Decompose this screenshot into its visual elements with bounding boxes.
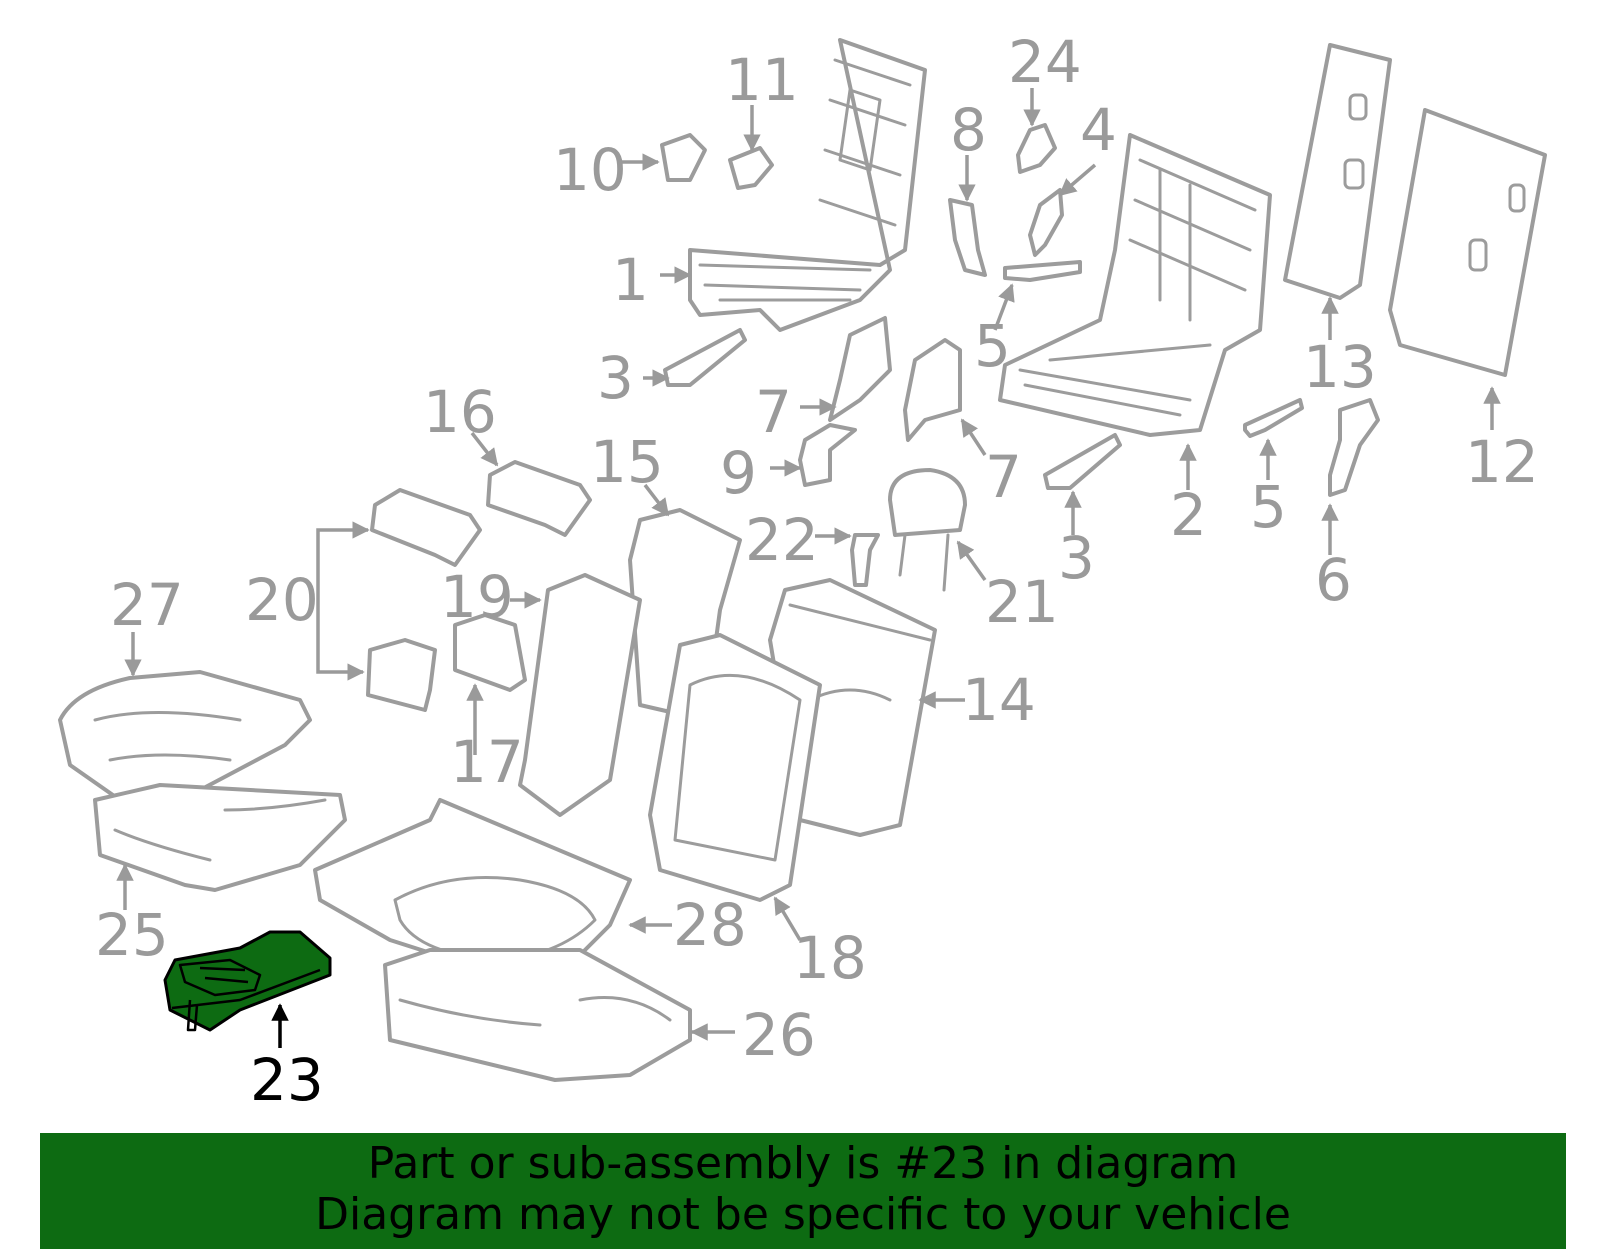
callout-6[interactable]: 6 — [1315, 546, 1352, 614]
callout-9[interactable]: 9 — [720, 439, 757, 507]
callout-21[interactable]: 21 — [985, 568, 1059, 636]
callout-10[interactable]: 10 — [553, 136, 627, 204]
callout-18[interactable]: 18 — [793, 924, 867, 992]
part-4-bracket — [1028, 188, 1064, 257]
callout-7a[interactable]: 7 — [755, 378, 792, 446]
callout-27[interactable]: 27 — [110, 571, 184, 639]
callout-2[interactable]: 2 — [1170, 481, 1207, 549]
part-28-seat-cushion — [313, 798, 632, 982]
callout-5b[interactable]: 5 — [1250, 473, 1287, 541]
part-3-strap-right — [1043, 433, 1122, 490]
part-13-slot-b — [1348, 93, 1368, 121]
part-8-trim — [948, 198, 987, 277]
part-16-headrest-pad — [486, 460, 592, 537]
callout-17[interactable]: 17 — [450, 728, 524, 796]
part-12-slot-b — [1508, 183, 1526, 213]
part-2-seat-frame-right — [998, 133, 1272, 437]
part-6-lever — [1328, 398, 1380, 497]
callout-24[interactable]: 24 — [1008, 28, 1082, 96]
part-20-pad-lower — [366, 638, 437, 712]
part-20-pad-upper — [370, 488, 482, 567]
callout-16[interactable]: 16 — [423, 378, 497, 446]
callout-7b[interactable]: 7 — [985, 443, 1022, 511]
callout-22[interactable]: 22 — [745, 506, 819, 574]
part-5-handle-a — [1003, 260, 1082, 282]
part-17-pad — [453, 613, 527, 692]
callout-26[interactable]: 26 — [742, 1001, 816, 1069]
part-26-seat-base — [383, 948, 692, 1082]
callout-1[interactable]: 1 — [612, 246, 649, 314]
part-12-slot — [1468, 238, 1488, 272]
part-7-cover-right — [903, 338, 962, 442]
part-22-guide — [850, 533, 880, 587]
info-banner: Part or sub-assembly is #23 in diagram D… — [40, 1133, 1566, 1249]
callout-8[interactable]: 8 — [950, 96, 987, 164]
callout-4[interactable]: 4 — [1080, 96, 1117, 164]
callout-25[interactable]: 25 — [95, 901, 169, 969]
part-5-handle-b — [1243, 398, 1304, 438]
callout-11[interactable]: 11 — [725, 46, 799, 114]
part-23-highlighted-module — [163, 930, 332, 1032]
callout-5a[interactable]: 5 — [974, 312, 1011, 380]
banner-line-2: Diagram may not be specific to your vehi… — [315, 1189, 1291, 1240]
part-12-back-panel — [1388, 108, 1547, 377]
callout-28[interactable]: 28 — [673, 891, 747, 959]
callout-12[interactable]: 12 — [1465, 428, 1539, 496]
part-24-clip — [1016, 123, 1057, 174]
part-3-strap-left — [663, 328, 747, 387]
part-13-back-panel — [1283, 43, 1392, 300]
callout-14[interactable]: 14 — [962, 666, 1036, 734]
part-11-cap — [728, 146, 774, 190]
part-19-armrest — [518, 573, 642, 817]
part-13-slot — [1343, 158, 1365, 190]
callout-13[interactable]: 13 — [1303, 333, 1377, 401]
leader-arrows — [116, 88, 1501, 1048]
callout-20[interactable]: 20 — [245, 566, 319, 634]
part-7-cover-left — [828, 316, 892, 422]
part-21-headrest — [888, 468, 967, 592]
callout-19[interactable]: 19 — [440, 563, 514, 631]
callout-3b[interactable]: 3 — [1058, 524, 1095, 592]
callout-15[interactable]: 15 — [590, 428, 664, 496]
banner-line-1: Part or sub-assembly is #23 in diagram — [367, 1138, 1239, 1189]
part-9-clip — [798, 423, 857, 487]
part-18-seat-back — [648, 633, 822, 902]
callout-3a[interactable]: 3 — [597, 344, 634, 412]
callout-labels: 1 2 3 3 4 5 5 6 7 7 8 9 10 11 12 13 14 1… — [95, 28, 1539, 1114]
callout-23[interactable]: 23 — [250, 1046, 324, 1114]
part-10-cap — [660, 133, 707, 182]
part-1-seat-frame-left — [688, 38, 927, 332]
